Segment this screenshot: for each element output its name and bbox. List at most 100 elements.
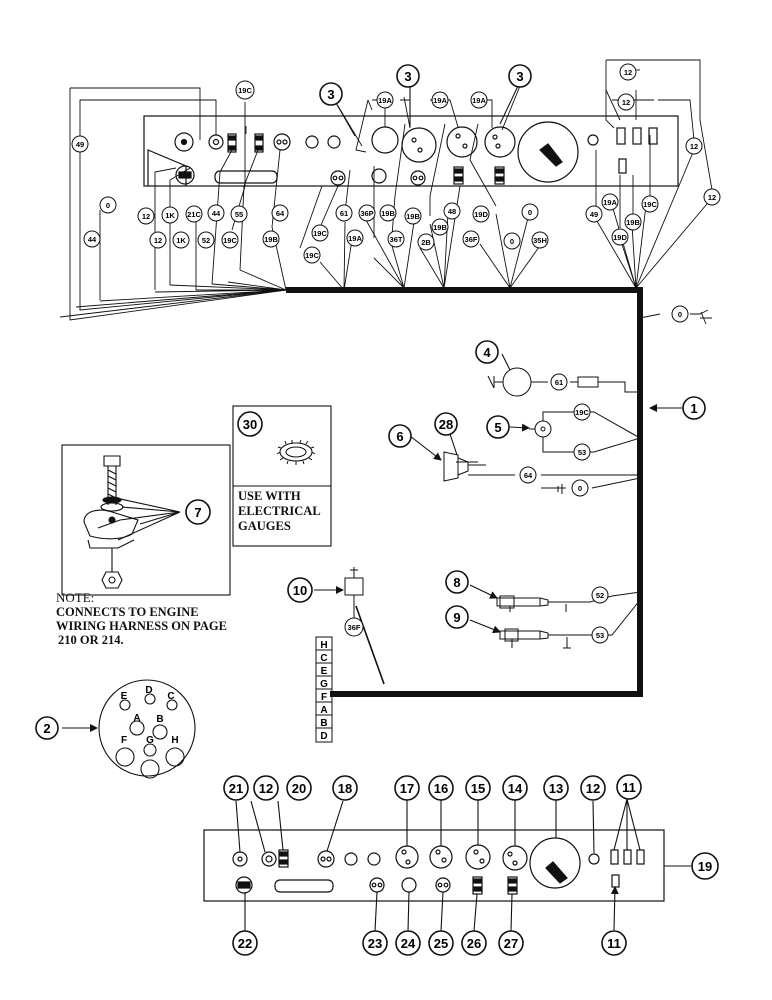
callout-12-right-label: 12 xyxy=(586,781,600,796)
callout-21-label: 21 xyxy=(229,781,243,796)
callout-3-right-label: 3 xyxy=(516,69,523,84)
wire-tag-label: 1K xyxy=(176,236,186,245)
leader-lines xyxy=(62,84,691,932)
callout-25: 25 xyxy=(428,930,454,956)
callout-3-right: 3 xyxy=(508,64,532,88)
wire-tag: 55 xyxy=(230,205,248,223)
wire-tag-label: 48 xyxy=(448,207,456,216)
wire-tag: 53 xyxy=(591,626,609,644)
connector-pin-label: B xyxy=(320,718,327,729)
wire-tag: 64 xyxy=(519,466,537,484)
callout-9-label: 9 xyxy=(453,610,460,625)
callout-11-bottom: 11 xyxy=(601,930,627,956)
plug-pin-label: B xyxy=(156,714,163,725)
callout-19: 19 xyxy=(691,852,719,880)
callout-27-label: 27 xyxy=(504,936,518,951)
wire-tag: 35H xyxy=(531,231,549,249)
callout-15-label: 15 xyxy=(471,781,485,796)
plug-pin-label: A xyxy=(133,713,140,724)
wire-tag: 53 xyxy=(573,443,591,461)
connector-pin-labels: H C E G F A B D xyxy=(320,640,328,742)
callout-25-label: 25 xyxy=(434,936,448,951)
wire-tag: 36P xyxy=(358,204,376,222)
wire-tag: 52 xyxy=(591,586,609,604)
callout-17: 17 xyxy=(394,775,420,801)
wire-tag-label: 35H xyxy=(533,236,547,245)
wire-tag-label: 64 xyxy=(276,209,285,218)
plug-pin-label: H xyxy=(171,735,178,746)
connector-pin-label: A xyxy=(320,705,327,716)
callout-8-label: 8 xyxy=(453,575,460,590)
wire-tag-label: 0 xyxy=(528,208,532,217)
callout-14-label: 14 xyxy=(508,781,523,796)
note-line2: WIRING HARNESS ON PAGE xyxy=(56,619,227,633)
callout-22-label: 22 xyxy=(238,936,252,951)
wire-tag: 0 xyxy=(571,479,589,497)
wire-tag-label: 0 xyxy=(510,237,514,246)
callout-1-label: 1 xyxy=(690,401,697,416)
callout-26-label: 26 xyxy=(467,936,481,951)
wire-tag: 19C xyxy=(641,195,659,213)
callout-4: 4 xyxy=(475,340,499,364)
wire-tag-label: 19B xyxy=(264,235,278,244)
wire-tag: 52 xyxy=(197,231,215,249)
wire-tag-label: 19B xyxy=(381,209,395,218)
callout-10-label: 10 xyxy=(293,583,307,598)
wire-tag-label: 0 xyxy=(106,201,110,210)
callout-1: 1 xyxy=(682,396,706,420)
wire-tag: 12 xyxy=(149,231,167,249)
callout-13: 13 xyxy=(543,775,569,801)
wire-tag-label: 19C xyxy=(643,200,657,209)
wire-tag: 49 xyxy=(585,205,603,223)
wire-tag-label: 44 xyxy=(212,209,221,218)
wire-tag: 19C xyxy=(235,80,255,100)
callout-12-lower-label: 12 xyxy=(259,781,273,796)
connector-pin-label: E xyxy=(321,666,328,677)
wire-tag-label: 55 xyxy=(235,210,243,219)
callout-11-top-label: 11 xyxy=(622,780,636,795)
wire-tag: 12 xyxy=(685,137,703,155)
wire-tag-label: 21C xyxy=(187,210,201,219)
callout-2-label: 2 xyxy=(43,721,50,736)
harness-tail xyxy=(355,605,385,685)
wire-tag-label: 44 xyxy=(88,235,97,244)
wire-tag-label: 36F xyxy=(465,235,478,244)
wire-tag-label: 19A xyxy=(603,198,617,207)
callout-17-label: 17 xyxy=(400,781,414,796)
wire-tag: 0 xyxy=(521,203,539,221)
plug-pin-label: F xyxy=(121,735,127,746)
callout-11-bottom-label: 11 xyxy=(607,936,621,951)
wire-tag: 21C xyxy=(185,205,203,223)
wire-tag: 0 xyxy=(99,196,117,214)
connector-pin-label: H xyxy=(320,640,327,651)
lower-instrument-panel xyxy=(203,829,665,902)
wire-tag: 19A xyxy=(431,91,449,109)
wire-tag: 61 xyxy=(550,373,568,391)
wire-tag: 2B xyxy=(417,233,435,251)
wire-tag-label: 52 xyxy=(596,591,604,600)
wire-tag: 19C xyxy=(221,231,239,249)
callout-3-left: 3 xyxy=(319,82,343,106)
connector-pin-label: F xyxy=(321,692,327,703)
wire-tag: 44 xyxy=(207,204,225,222)
callout-4-label: 4 xyxy=(483,345,491,360)
callout-27: 27 xyxy=(498,930,524,956)
callout-7: 7 xyxy=(185,499,211,525)
wire-tag-label: 19B xyxy=(433,223,447,232)
wire-tag: 19B xyxy=(379,204,397,222)
callout-30: 30 xyxy=(237,411,263,437)
wire-tag-label: 19B xyxy=(626,218,640,227)
wire-tag: 48 xyxy=(443,202,461,220)
connector-pin-label: G xyxy=(320,679,328,690)
callout-3-mid-label: 3 xyxy=(404,69,411,84)
connector-pin-label: D xyxy=(320,731,327,742)
wire-tag: 36F xyxy=(344,617,364,637)
wire-tag: 0 xyxy=(503,232,521,250)
callout-6: 6 xyxy=(388,424,412,448)
plug-pin-labels: E D C A B F G H xyxy=(121,685,179,746)
callout-8: 8 xyxy=(445,570,469,594)
wire-tag-label: 19A xyxy=(433,96,447,105)
callout-5: 5 xyxy=(486,415,510,439)
wire-tag: 19A xyxy=(470,91,488,109)
